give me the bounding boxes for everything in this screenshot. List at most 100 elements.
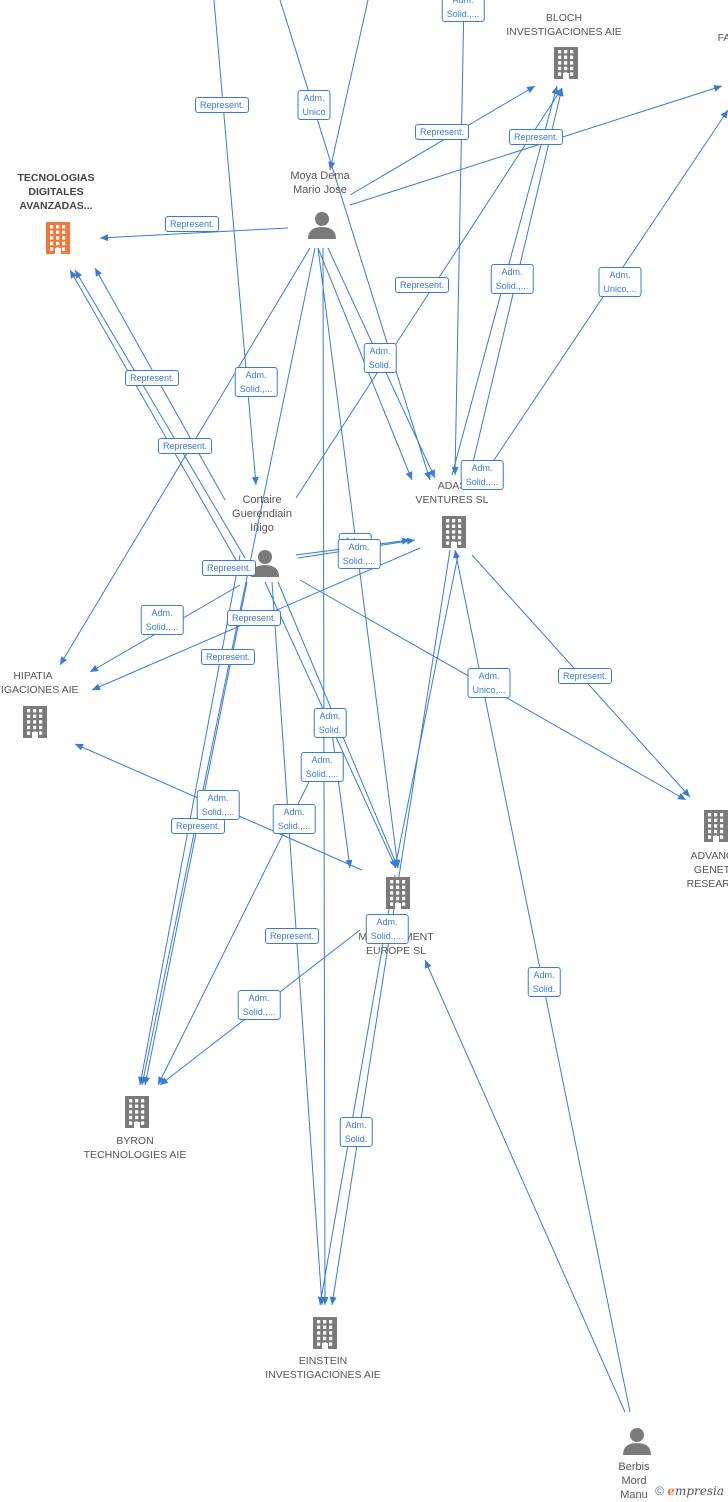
edge-role-label-line: Represent.: [199, 100, 245, 110]
edge-role-label[interactable]: Represent.: [394, 277, 450, 293]
edge-role-label[interactable]: Adm.Solid.,...: [140, 605, 184, 635]
edge-role-label-line: Adm.: [501, 267, 523, 277]
node-label-line: DIGITALES: [28, 186, 84, 198]
node-label-fa[interactable]: FA: [718, 31, 728, 45]
edge-role-label-line: Solid.,...: [305, 769, 339, 779]
edge-role-label[interactable]: Represent.: [414, 124, 470, 140]
relation-edge: [74, 269, 246, 559]
edge-role-label-line: Unico: [302, 107, 326, 117]
edge-role-label[interactable]: Represent.: [124, 370, 180, 386]
edge-role-label-line: Solid.,...: [239, 384, 273, 394]
building-icon[interactable]: [704, 810, 728, 842]
edge-role-label[interactable]: Represent.: [200, 649, 256, 665]
edge-role-label[interactable]: Represent.: [226, 610, 282, 626]
node-label-line: Mord: [621, 1475, 647, 1487]
edge-role-label-line: Adm.: [609, 270, 631, 280]
brand-logo: empresia: [667, 1484, 724, 1498]
edge-role-label[interactable]: Represent.: [264, 928, 320, 944]
node-label-hipatia[interactable]: HIPATIASTIGACIONES AIE: [0, 669, 79, 697]
edge-arrowhead: [328, 161, 336, 170]
node-label-line: EINSTEIN: [298, 1355, 348, 1367]
edge-role-label[interactable]: Adm.Solid.: [363, 343, 397, 373]
edge-role-label[interactable]: Adm.Solid.: [527, 967, 561, 997]
edge-role-label[interactable]: Represent.: [170, 818, 226, 834]
edge-role-label-line: Solid.,...: [242, 1007, 276, 1017]
building-icon[interactable]: [442, 516, 466, 548]
relation-edge: [213, 0, 257, 486]
node-label-advanc[interactable]: ADVANCGENETRESEARC: [687, 849, 728, 891]
edge-role-label[interactable]: Adm.Solid.: [313, 708, 347, 738]
relation-edge: [424, 959, 626, 1413]
edge-arrowhead: [75, 270, 83, 279]
building-icon[interactable]: [386, 877, 410, 909]
relation-edge: [394, 554, 459, 869]
edge-role-label[interactable]: Represent.: [194, 97, 250, 113]
edge-role-label[interactable]: Represent.: [201, 560, 257, 576]
edge-role-label[interactable]: Adm.Solid.,...: [460, 460, 504, 490]
edge-role-label[interactable]: Adm.Solid.,...: [337, 539, 381, 569]
relation-edge: [141, 247, 316, 1086]
person-icon[interactable]: [251, 550, 279, 577]
edge-role-label[interactable]: Represent.: [164, 216, 220, 232]
building-icon[interactable]: [554, 47, 578, 79]
edge-role-label[interactable]: Represent.: [508, 129, 564, 145]
node-label-line: TECHNOLOGIES AIE: [83, 1149, 187, 1161]
edge-role-label[interactable]: Adm. Solid.,...: [490, 264, 534, 294]
edge-arrowhead: [160, 1077, 169, 1085]
edge-role-label[interactable]: Represent.: [157, 438, 213, 454]
relation-edge: [349, 85, 723, 206]
node-label-line: Guerendiain: [232, 508, 292, 520]
person-icon[interactable]: [308, 212, 336, 239]
edge-role-label-line: Represent.: [419, 127, 465, 137]
node-label-line: ADAS: [437, 480, 467, 492]
edge-role-label-line: Unico,...: [472, 685, 506, 695]
edge-role-label[interactable]: Adm.Solid.: [339, 1117, 373, 1147]
edge-role-label-line: Represent.: [269, 931, 315, 941]
edge-arrowhead: [345, 859, 353, 868]
building-icon[interactable]: [313, 1317, 337, 1349]
edge-arrowhead: [713, 85, 722, 92]
relation-edge: [349, 85, 536, 196]
node-label-line: Iñigo: [250, 522, 274, 534]
edge-role-label[interactable]: Adm.Solid.,...: [300, 752, 344, 782]
edge-role-label[interactable]: Adm. Unico: [297, 90, 331, 120]
edge-role-label[interactable]: Represent.: [557, 668, 613, 684]
edge-arrowhead: [391, 859, 399, 868]
edge-role-label[interactable]: Adm.Solid.,...: [234, 367, 278, 397]
edge-role-label-line: Adm.: [369, 346, 391, 356]
edge-role-label[interactable]: Adm.Solid.,...: [196, 790, 240, 820]
relation-edge: [279, 0, 431, 481]
footer-brand[interactable]: © empresia: [655, 1484, 724, 1498]
edge-role-label-line: Solid.,...: [201, 807, 235, 817]
edge-role-label[interactable]: Adm. Unico,...: [467, 668, 511, 698]
edge-role-label[interactable]: Adm.Solid.,...: [272, 804, 316, 834]
edge-role-label[interactable]: Adm.Solid.,...: [237, 990, 281, 1020]
node-label-line: Manu: [620, 1489, 648, 1501]
edge-arrowhead: [425, 960, 432, 969]
edge-role-label-line: Adm.: [478, 671, 500, 681]
edge-arrowhead: [428, 469, 435, 478]
node-label-line: AVANZADAS...: [19, 200, 93, 212]
node-label-line: HIPATIA: [13, 670, 53, 682]
edge-role-label[interactable]: Adm. Unico,...: [598, 267, 642, 297]
edge-role-label-line: Adm.: [452, 0, 474, 5]
edge-role-label[interactable]: Adm.Solid.,...: [365, 914, 409, 944]
building-icon[interactable]: [46, 222, 70, 254]
edge-role-label[interactable]: Adm. Solid.,...: [441, 0, 485, 22]
building-icon[interactable]: [125, 1096, 149, 1128]
edge-role-label-line: Solid.,...: [495, 281, 529, 291]
building-icon[interactable]: [23, 706, 47, 738]
edge-role-label-line: Adm.: [303, 93, 325, 103]
edge-role-label-line: Solid.,...: [446, 9, 480, 19]
edge-role-label-line: Adm.: [471, 463, 493, 473]
person-icon[interactable]: [623, 1428, 651, 1455]
edge-role-label-line: Unico,...: [603, 284, 637, 294]
